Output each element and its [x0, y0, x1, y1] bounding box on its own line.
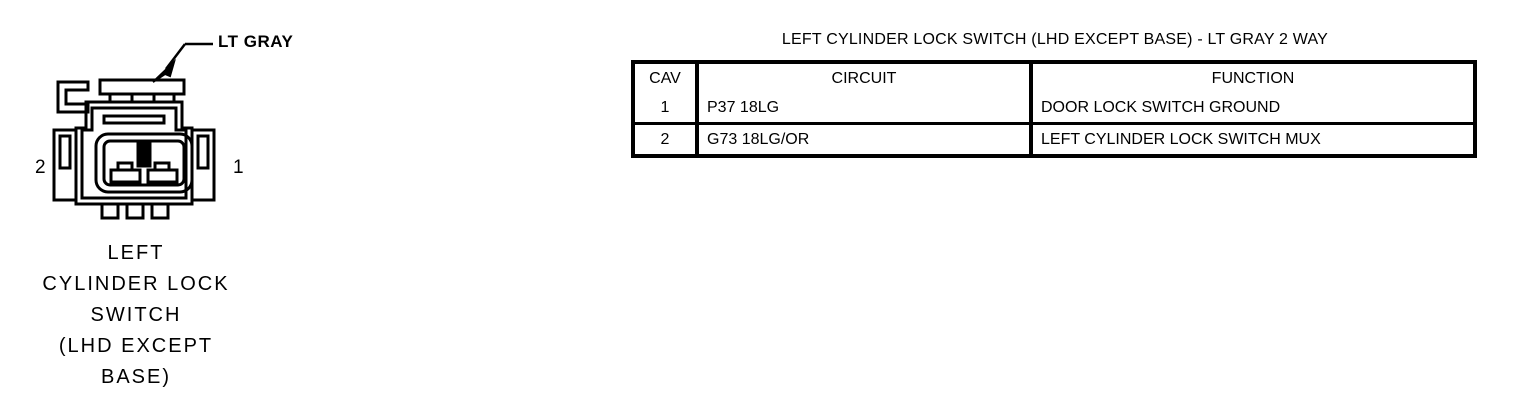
connector-top-rail [98, 78, 186, 102]
caption-line-3: SWITCH [90, 304, 182, 326]
column-header-function: FUNCTION [1211, 69, 1295, 87]
column-header-circuit: CIRCUIT [697, 62, 1033, 93]
cell-circuit: G73 18LG/OR [697, 123, 1033, 156]
table-header-row: CAV CIRCUIT FUNCTION [633, 62, 1475, 93]
caption-line-2: CYLINDER LOCK [42, 273, 230, 295]
cell-function: LEFT CYLINDER LOCK SWITCH MUX [1041, 130, 1321, 148]
cell-cav: 2 [633, 123, 699, 156]
connector-left-latch [56, 80, 90, 114]
terminal-cavity-2 [109, 161, 142, 184]
column-header-cav: CAV [633, 62, 699, 93]
table-row: 2 G73 18LG/OR LEFT CYLINDER LOCK SWITCH … [633, 123, 1475, 156]
caption-line-5: BASE) [100, 366, 172, 388]
caption-line-1: LEFT [107, 242, 165, 264]
pinout-table-panel: LEFT CYLINDER LOCK SWITCH (LHD EXCEPT BA… [631, 32, 1479, 158]
caption-line-4: (LHD EXCEPT [58, 335, 214, 357]
cavity-center-divider [136, 139, 152, 168]
cavity-opening-outer [94, 132, 194, 194]
pin-number-1-label: 1 [233, 157, 244, 178]
connector-drawing [52, 42, 216, 220]
terminal-cavity-1 [146, 161, 179, 184]
pin-number-2-label: 2 [35, 157, 46, 178]
connector-caption: LEFT CYLINDER LOCK SWITCH (LHD EXCEPT BA… [0, 238, 272, 393]
pinout-table: CAV CIRCUIT FUNCTION 1 P37 18LG DOOR LOC… [631, 60, 1477, 158]
connector-vent-slot [102, 114, 166, 125]
connector-illustration-panel: LT GRAY 2 1 LEFT CYLINDER LOCK SWITCH (L… [0, 0, 300, 404]
table-row: 1 P37 18LG DOOR LOCK SWITCH GROUND [633, 93, 1475, 125]
pinout-table-title: LEFT CYLINDER LOCK SWITCH (LHD EXCEPT BA… [781, 31, 1329, 48]
connector-color-callout-label: LT GRAY [218, 32, 294, 51]
connector-bottom-tabs [100, 202, 170, 220]
callout-leader-line [165, 42, 213, 70]
cell-function: DOOR LOCK SWITCH GROUND [1031, 93, 1475, 125]
callout-arrowhead [152, 58, 176, 83]
cell-circuit: P37 18LG [697, 93, 1033, 125]
connector-body-outline [74, 100, 194, 206]
cell-cav: 1 [633, 93, 699, 125]
